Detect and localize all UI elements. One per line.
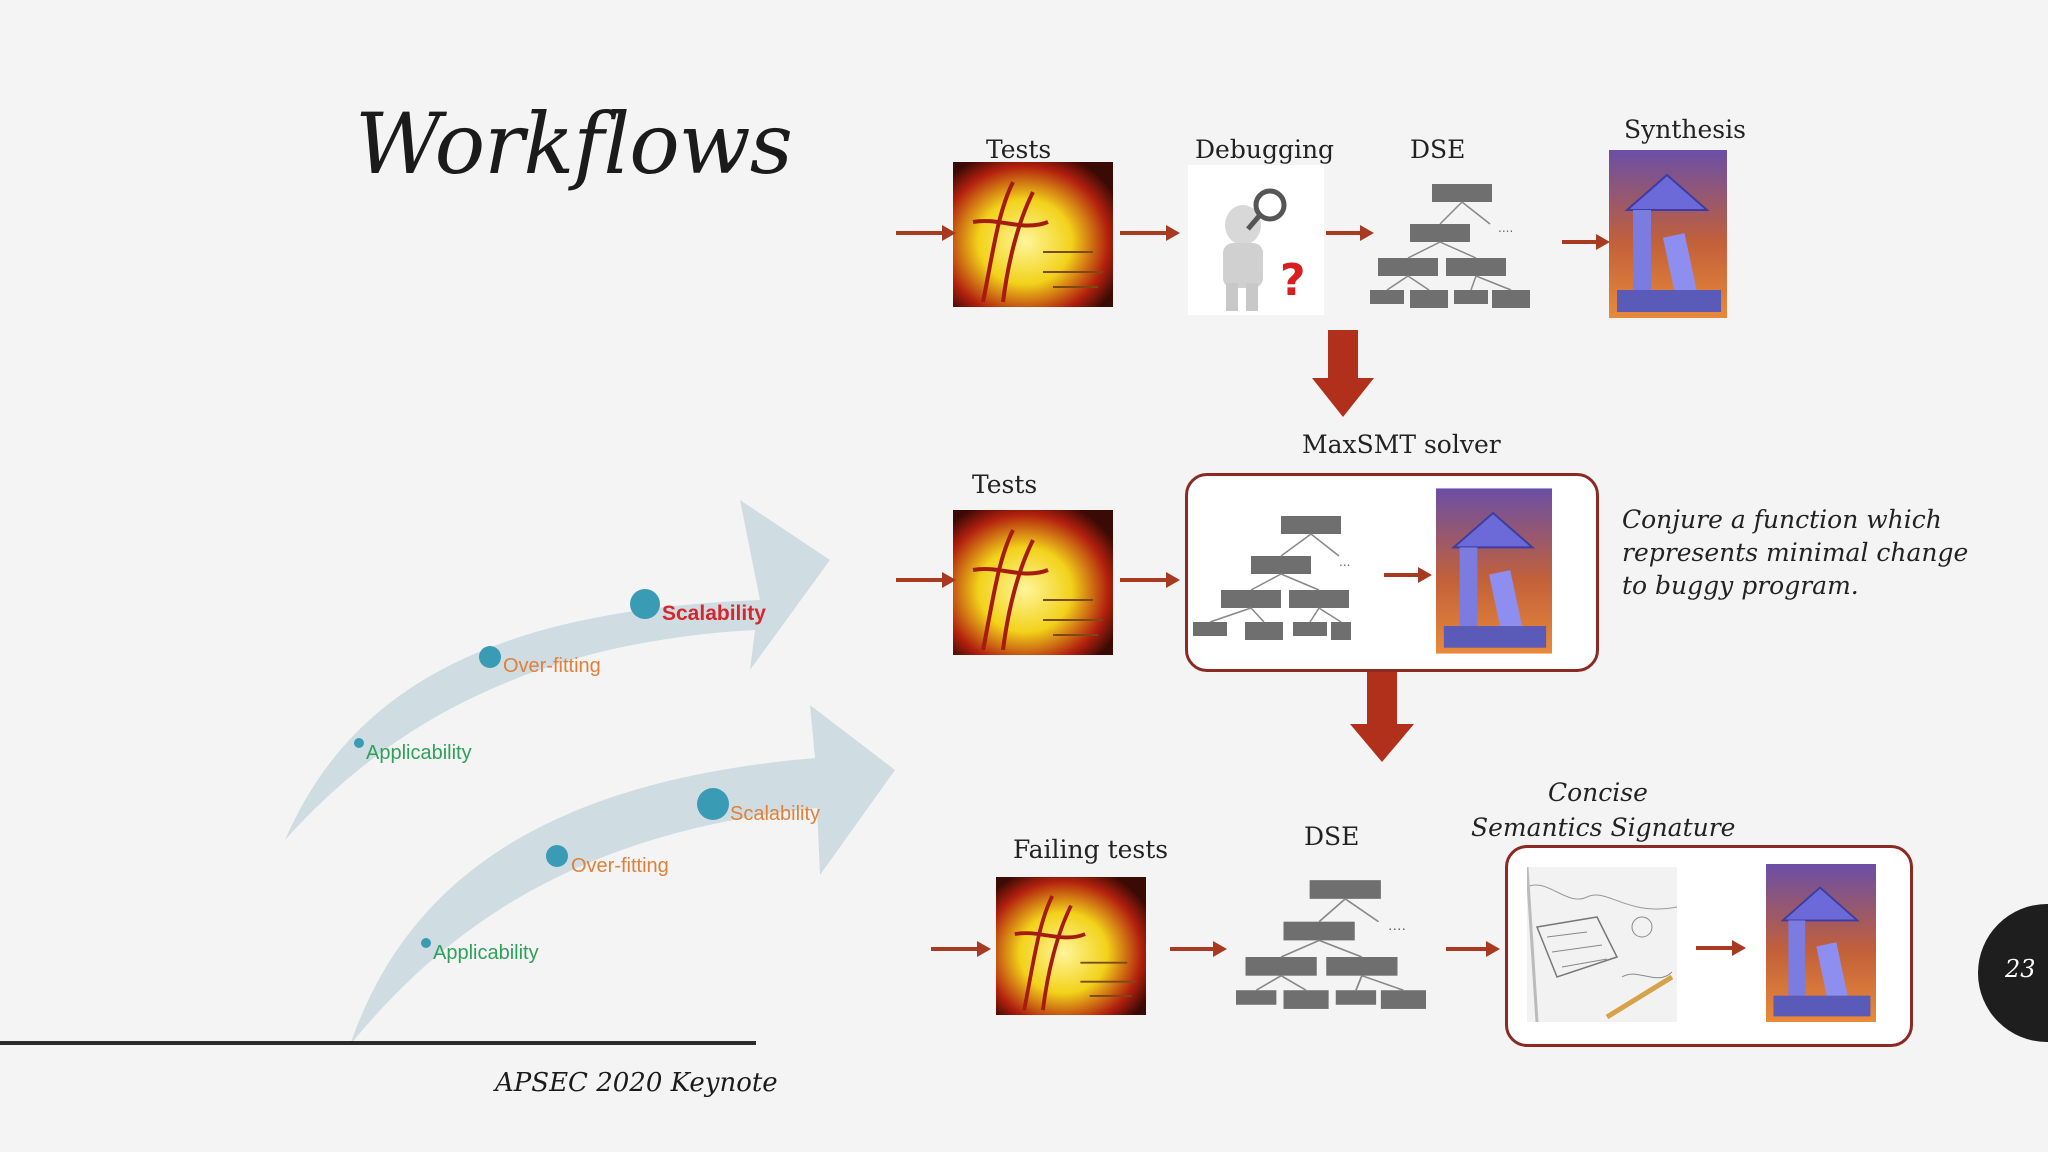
row3-dse-label: DSE (1304, 822, 1360, 851)
row1-tests-label: Tests (986, 135, 1052, 164)
dse-tree-row2: ... (1193, 516, 1351, 640)
page-number: 23 (2005, 955, 2036, 983)
dse-tree-row3: .... (1236, 880, 1426, 1009)
upper-applicability-label: Applicability (366, 742, 472, 764)
lower-scalability-label: Scalability (730, 803, 821, 825)
arrow-to-signature (1446, 941, 1500, 957)
conjure-note: Conjure a function which represents mini… (1622, 503, 1968, 602)
lower-applicability-label: Applicability (433, 942, 539, 964)
synthesis-image-row1 (1609, 150, 1727, 318)
tests-image-row1 (953, 162, 1113, 307)
svg-text:...: ... (1339, 555, 1350, 569)
debugging-image: ? (1188, 165, 1324, 315)
dot-applicability-upper (354, 738, 364, 748)
concise-label: Concise (1548, 778, 1648, 807)
conjure-note-line-3: to buggy program. (1622, 571, 1859, 600)
tests-image-row2 (953, 510, 1113, 655)
conjure-note-line-1: Conjure a function which (1622, 505, 1942, 534)
signature-inner-arrow (1696, 940, 1746, 956)
dse-tree-row1: .... (1370, 184, 1530, 308)
footer-text: APSEC 2020 Keynote (495, 1068, 778, 1098)
row2-arrow-to-solver (896, 572, 1180, 588)
upper-sweep-arrow (285, 500, 830, 840)
footer-rule (0, 1041, 756, 1045)
failing-tests-label: Failing tests (1013, 835, 1169, 864)
synthesis-image-row3 (1766, 864, 1876, 1022)
lower-sweep-arrow (350, 705, 895, 1045)
row3-flow-arrows (931, 941, 1227, 957)
row1-debugging-label: Debugging (1195, 135, 1335, 164)
dot-scalability-upper (630, 589, 660, 619)
solver-inner-arrow (1384, 567, 1432, 583)
synthesis-image-row2 (1436, 488, 1552, 654)
dot-overfitting-upper (479, 646, 501, 668)
failing-tests-image (996, 877, 1146, 1015)
upper-overfitting-label: Over-fitting (503, 655, 601, 677)
conjure-note-line-2: represents minimal change (1622, 538, 1969, 567)
svg-text:....: .... (1498, 221, 1513, 235)
semantics-signature-label: Semantics Signature (1471, 813, 1736, 842)
down-arrow-row2 (1350, 672, 1414, 762)
maxsmt-solver-label: MaxSMT solver (1302, 430, 1501, 459)
row1-dse-label: DSE (1410, 135, 1466, 164)
row1-flow-arrows (896, 225, 1610, 417)
lower-overfitting-label: Over-fitting (571, 855, 669, 877)
svg-text:?: ? (1280, 255, 1306, 306)
row1-synthesis-label: Synthesis (1624, 115, 1746, 144)
sketch-notebook-image (1527, 867, 1677, 1022)
dot-scalability-lower (697, 788, 729, 820)
row2-tests-label: Tests (972, 470, 1038, 499)
upward-sweep-arrows (285, 500, 895, 1045)
dot-overfitting-lower (546, 845, 568, 867)
svg-text:....: .... (1388, 920, 1406, 934)
upper-scalability-label: Scalability (662, 602, 766, 625)
dot-applicability-lower (421, 938, 431, 948)
slide-title: Workflows (355, 95, 793, 193)
